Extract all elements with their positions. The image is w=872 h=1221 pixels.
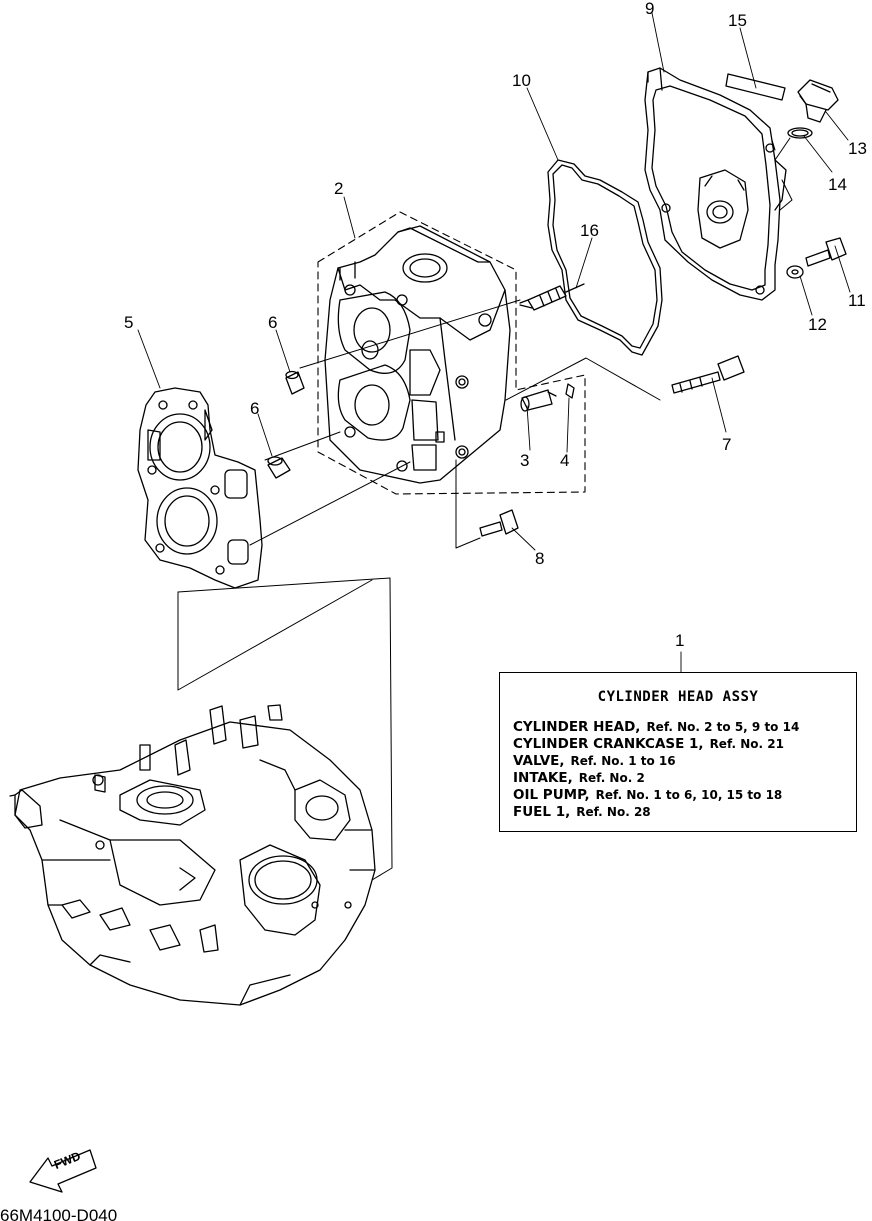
callout-16: 16	[580, 221, 599, 240]
callout-6-lower: 6	[250, 399, 260, 418]
legend-row-ref: Ref. No. 1 to 16	[570, 754, 676, 768]
legend-row-ref: Ref. No. 28	[576, 805, 651, 819]
callout-6-upper: 6	[268, 313, 278, 332]
callout-1: 1	[675, 631, 685, 650]
legend-row-label: VALVE,	[513, 753, 565, 769]
callout-4: 4	[560, 451, 570, 470]
callout-12: 12	[808, 315, 827, 334]
legend-row-label: CYLINDER CRANKCASE 1,	[513, 736, 704, 752]
dowel-pins-part	[267, 370, 305, 479]
legend-row-label: OIL PUMP,	[513, 787, 590, 803]
oil-cap-part	[787, 79, 839, 139]
crankcase-block-part	[9, 704, 376, 1006]
legend-row-label: FUEL 1,	[513, 804, 571, 820]
valve-parts	[520, 383, 575, 412]
callout-8: 8	[535, 549, 545, 568]
head-gasket-part	[137, 387, 263, 589]
legend-title: CYLINDER HEAD ASSY	[597, 689, 759, 705]
label-plate-part	[725, 73, 786, 101]
callout-leaders	[137, 12, 851, 673]
fwd-arrow-icon	[29, 1149, 97, 1193]
legend-row-label: INTAKE,	[513, 770, 573, 786]
callout-5: 5	[124, 313, 134, 332]
legend-row-label: CYLINDER HEAD,	[513, 719, 641, 735]
legend-row-ref: Ref. No. 2	[578, 771, 645, 785]
legend-row-ref: Ref. No. 1 to 6, 10, 15 to 18	[595, 788, 783, 802]
callout-13: 13	[848, 139, 867, 158]
legend-box: CYLINDER HEAD ASSY CYLINDER HEAD, Ref. No…	[499, 672, 857, 832]
legend-row: FUEL 1, Ref. No. 28	[513, 804, 651, 820]
callout-15: 15	[728, 11, 747, 30]
legend-row: VALVE, Ref. No. 1 to 16	[513, 753, 676, 769]
callout-3: 3	[520, 451, 530, 470]
legend-row: INTAKE, Ref. No. 2	[513, 770, 645, 786]
drawing-code: 66M4100-D040	[0, 1206, 118, 1221]
callout-2: 2	[334, 179, 344, 198]
legend-row-ref: Ref. No. 21	[709, 737, 784, 751]
bolts-part	[479, 237, 847, 537]
legend-row: OIL PUMP, Ref. No. 1 to 6, 10, 15 to 18	[513, 787, 782, 803]
legend-row: CYLINDER CRANKCASE 1, Ref. No. 21	[513, 736, 784, 752]
callout-10: 10	[512, 71, 531, 90]
legend-row: CYLINDER HEAD, Ref. No. 2 to 5, 9 to 14	[513, 719, 799, 735]
cylinder-head-part	[324, 225, 511, 484]
reference-lines	[177, 137, 793, 881]
callout-14: 14	[828, 175, 847, 194]
callout-9: 9	[645, 0, 655, 18]
legend-row-ref: Ref. No. 2 to 5, 9 to 14	[646, 720, 800, 734]
valve-cover-part	[644, 67, 787, 301]
cover-gasket-part	[547, 159, 663, 356]
callout-7: 7	[722, 435, 732, 454]
head-assembly-dashed-box	[317, 211, 586, 495]
callout-11: 11	[848, 291, 866, 310]
